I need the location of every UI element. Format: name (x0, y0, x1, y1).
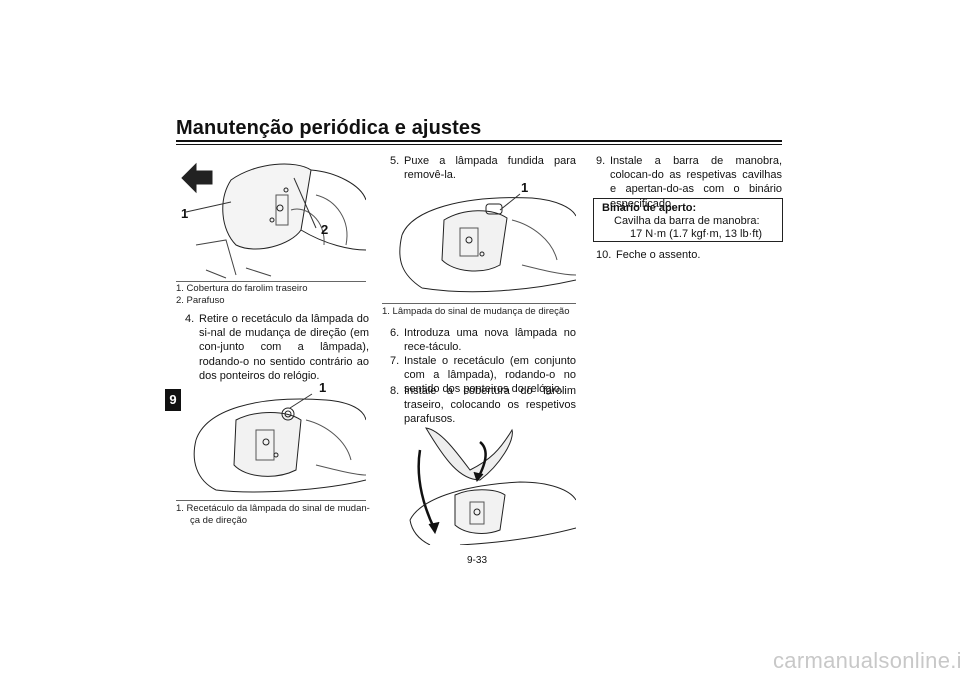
chapter-tab: 9 (165, 389, 181, 411)
step-text: Puxe a lâmpada fundida para removê-la. (404, 155, 576, 182)
direction-arrow-icon (181, 162, 213, 194)
caption-line: 1. Recetáculo da lâmpada do sinal de mud… (176, 503, 370, 514)
figure-caption: 1. Recetáculo da lâmpada do sinal de mud… (176, 503, 376, 526)
caption-line: ça de direção (190, 514, 248, 526)
figure-install-cover (400, 420, 576, 545)
header-rule (176, 140, 782, 142)
figure-caption: 1. Lâmpada do sinal de mudança de direçã… (382, 306, 582, 318)
step-7: 7. Instale o recetáculo (em conjunto com… (390, 354, 576, 397)
step-number: 10. (596, 249, 612, 261)
step-number: 9. (596, 155, 606, 167)
figure-tail-light-cover: 1 2 (176, 150, 366, 280)
figure-bulb-socket: 1 (176, 380, 366, 500)
step-number: 7. (390, 355, 400, 367)
step-9: 9. Instale a barra de manobra, colocan-d… (596, 154, 782, 211)
caption-line: 1. Cobertura do farolim traseiro (176, 283, 308, 294)
torque-heading: Binário de aperto: (602, 202, 697, 214)
callout-1: 1 (181, 206, 189, 221)
step-5: 5. Puxe a lâmpada fundida para removê-la… (390, 154, 576, 182)
step-6: 6. Introduza uma nova lâmpada no rece-tá… (390, 326, 576, 354)
torque-item: Cavilha da barra de manobra: (614, 215, 760, 227)
step-number: 8. (390, 385, 400, 397)
step-4: 4. Retire o recetáculo da lâmpada do si-… (185, 312, 369, 383)
step-number: 6. (390, 327, 400, 339)
step-number: 4. (185, 313, 195, 325)
step-number: 5. (390, 155, 400, 167)
watermark: carmanualsonline.info (773, 648, 960, 673)
step-text: Introduza uma nova lâmpada no rece-tácul… (404, 327, 576, 354)
step-text: Instale o recetáculo (em conjunto com a … (404, 355, 576, 396)
step-10: 10. Feche o assento. (596, 248, 782, 262)
caption-line: 2. Parafuso (176, 294, 225, 306)
torque-spec-box: Binário de aperto: Cavilha da barra de m… (593, 198, 783, 242)
callout-1: 1 (521, 180, 529, 195)
step-8: 8. Instale a cobertura do farolim trasei… (390, 384, 576, 427)
callout-2: 2 (321, 222, 329, 237)
caption-divider (382, 303, 576, 304)
step-text: Instale a barra de manobra, colocan-do a… (610, 155, 782, 210)
caption-divider (176, 500, 366, 501)
step-text: Retire o recetáculo da lâmpada do si-nal… (199, 313, 369, 382)
caption-line: 1. Lâmpada do sinal de mudança de direçã… (382, 306, 570, 317)
page-number: 9-33 (467, 555, 488, 566)
step-text: Feche o assento. (616, 249, 701, 261)
figure-turn-signal-bulb: 1 (382, 180, 576, 302)
torque-value: 17 N·m (1.7 kgf·m, 13 lb·ft) (630, 228, 763, 240)
install-arrow-icon (417, 449, 437, 531)
figure-caption: 1. Cobertura do farolim traseiro 2. Para… (176, 283, 376, 306)
caption-divider (176, 281, 366, 282)
callout-1: 1 (319, 380, 327, 395)
page-title: Manutenção periódica e ajustes (176, 117, 482, 139)
step-text: Instale a cobertura do farolim traseiro,… (404, 385, 576, 426)
header-rule-thin (176, 144, 782, 145)
